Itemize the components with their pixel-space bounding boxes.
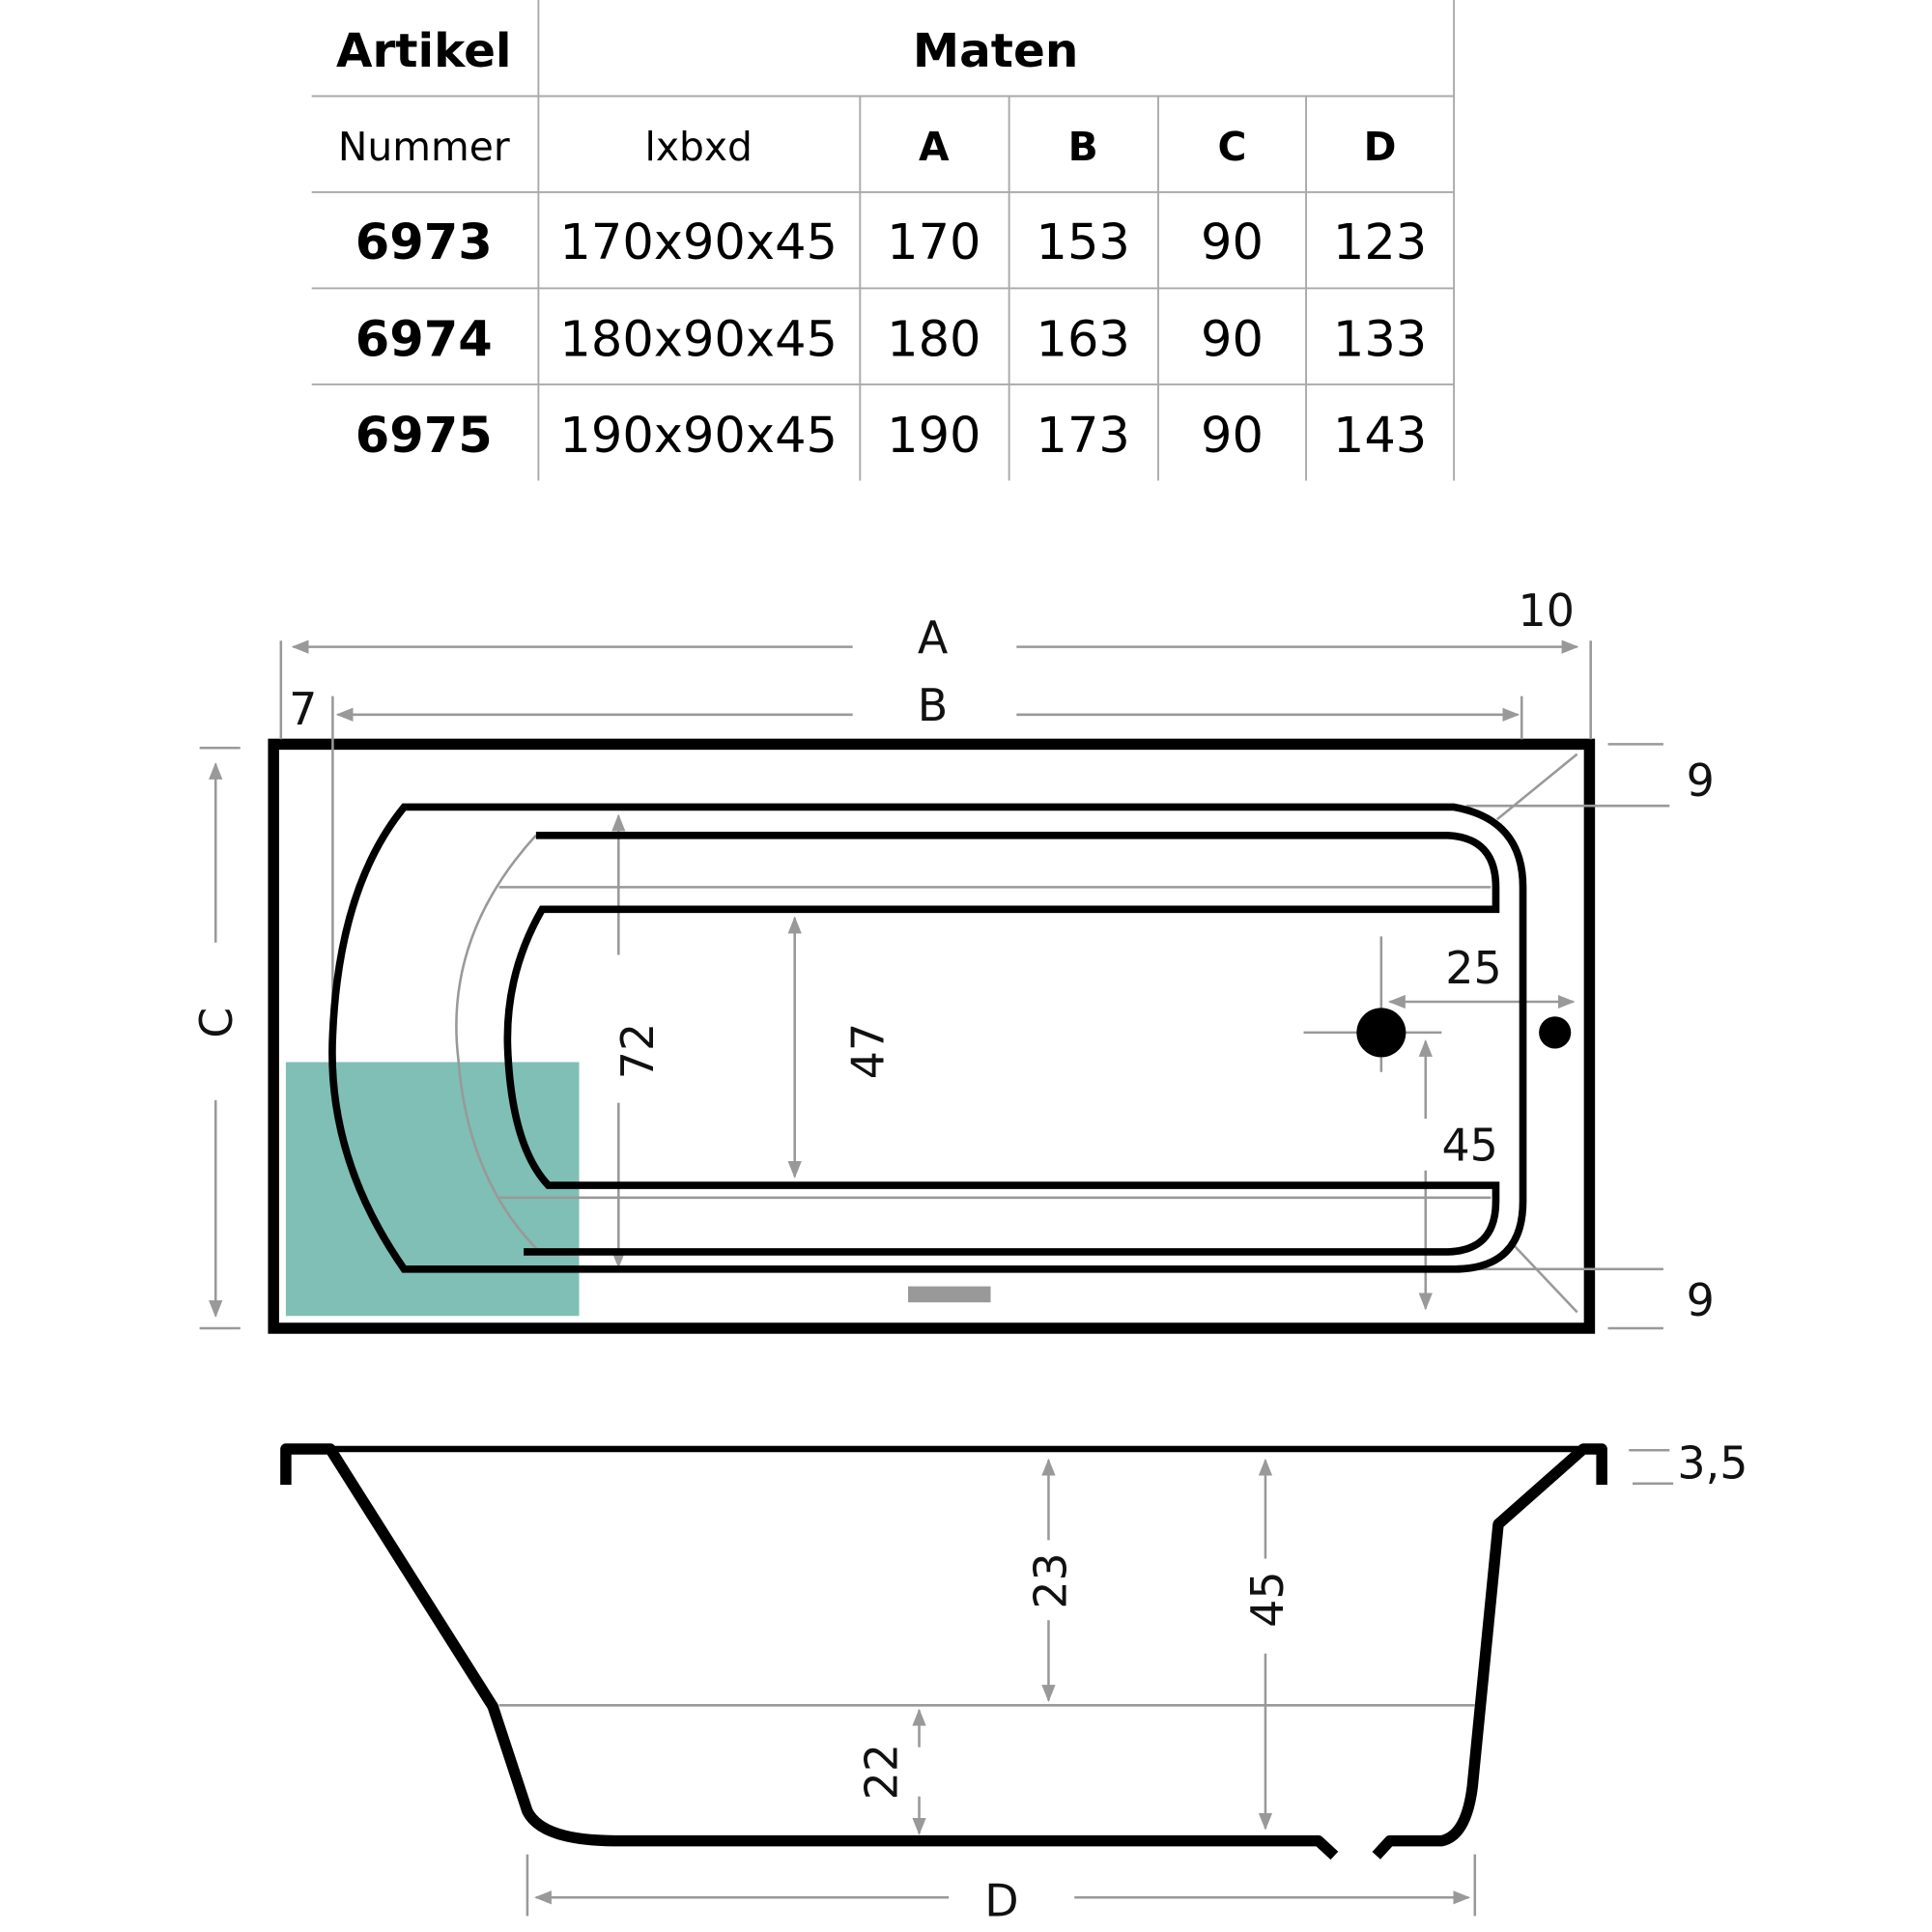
table-row: 6975 190x90x45 190 173 90 143 [355, 408, 1427, 465]
dim-7: 7 [289, 683, 317, 735]
cell-number: 6974 [355, 312, 493, 369]
cell-number: 6973 [355, 214, 493, 271]
overflow-icon [1539, 1016, 1572, 1049]
side-view-drawing: 3,5 D 23 45 22 [280, 1437, 1747, 1926]
dim-45-side: 45 [1241, 1571, 1293, 1627]
cell-b: 153 [1036, 214, 1129, 271]
dim-23: 23 [1024, 1552, 1076, 1608]
table-row: 6973 170x90x45 170 153 90 123 [355, 214, 1427, 271]
cell-size: 180x90x45 [559, 312, 838, 369]
dim-45-top: 45 [1441, 1120, 1497, 1172]
subheader-nummer: Nummer [338, 124, 510, 170]
dim-10: 10 [1519, 584, 1575, 637]
cell-b: 173 [1036, 408, 1129, 465]
subheader-lxbxd: lxbxd [645, 124, 753, 170]
label-b: B [918, 679, 948, 731]
cell-c: 90 [1201, 408, 1264, 465]
drain-icon [1356, 1008, 1406, 1058]
dim-9-top: 9 [1687, 754, 1715, 807]
dim-22: 22 [856, 1744, 908, 1800]
accent-area [285, 1062, 580, 1317]
cell-size: 170x90x45 [559, 214, 838, 271]
cell-d: 123 [1333, 214, 1427, 271]
dim-47: 47 [842, 1023, 895, 1079]
panel-marker [908, 1286, 991, 1303]
header-artikel: Artikel [336, 24, 512, 78]
cell-c: 90 [1201, 214, 1264, 271]
label-c: C [190, 1008, 242, 1038]
cell-d: 143 [1333, 408, 1427, 465]
label-a: A [918, 611, 949, 664]
dimensions-table: Artikel Maten Nummer lxbxd A B C D 6973 … [311, 0, 1456, 481]
dim-25: 25 [1445, 942, 1501, 994]
cell-a: 170 [887, 214, 980, 271]
top-view-drawing: A B 10 7 9 9 25 45 C 72 47 [190, 584, 1715, 1334]
cell-b: 163 [1036, 312, 1129, 369]
subheader-c: C [1218, 124, 1247, 170]
cell-c: 90 [1201, 312, 1264, 369]
cell-number: 6975 [355, 408, 493, 465]
label-d: D [984, 1874, 1018, 1926]
dim-72: 72 [611, 1023, 664, 1079]
cell-a: 190 [887, 408, 980, 465]
dim-9-bottom: 9 [1687, 1274, 1715, 1326]
subheader-a: A [919, 124, 950, 170]
table-row: 6974 180x90x45 180 163 90 133 [355, 312, 1427, 369]
cell-a: 180 [887, 312, 980, 369]
header-maten: Maten [913, 24, 1078, 78]
cell-size: 190x90x45 [559, 408, 838, 465]
dim-3-5: 3,5 [1677, 1437, 1747, 1490]
subheader-b: B [1068, 124, 1098, 170]
cell-d: 133 [1333, 312, 1427, 369]
subheader-d: D [1364, 124, 1397, 170]
tub-outline [268, 738, 1596, 1334]
